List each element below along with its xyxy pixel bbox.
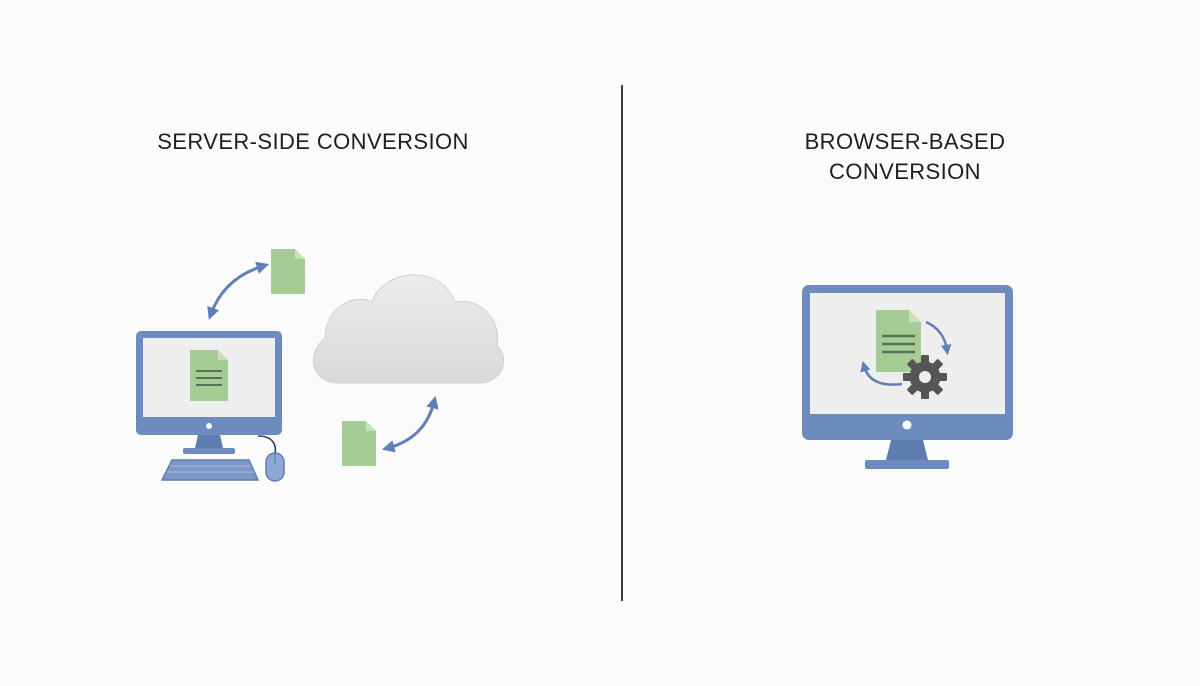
browser-based-title: BROWSER-BASED CONVERSION xyxy=(740,127,1070,187)
cloud-icon xyxy=(312,274,505,384)
browser-based-title-line-2: CONVERSION xyxy=(829,159,981,184)
server-side-title: SERVER-SIDE CONVERSION xyxy=(157,129,469,154)
document-icon xyxy=(190,350,228,401)
rotate-arrow-icon xyxy=(860,360,903,386)
gear-icon xyxy=(903,355,947,399)
rotate-arrow-icon xyxy=(925,320,952,356)
curved-double-arrow-icon xyxy=(207,261,270,320)
mouse-cable xyxy=(257,435,277,455)
document-icon xyxy=(271,249,305,294)
document-icon xyxy=(876,310,921,372)
browser-based-title-line-1: BROWSER-BASED xyxy=(804,129,1006,154)
document-icon xyxy=(342,421,376,466)
curved-double-arrow-icon xyxy=(381,395,439,453)
mouse-icon xyxy=(265,452,285,482)
panel-divider xyxy=(621,85,623,601)
keyboard-icon xyxy=(160,459,260,481)
